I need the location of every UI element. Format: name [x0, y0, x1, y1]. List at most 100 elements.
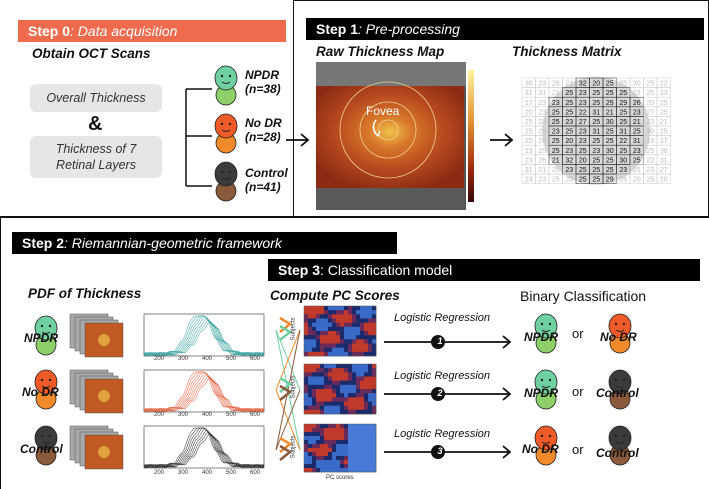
matrix-cell: 23 [525, 177, 533, 184]
matrix-cell: 27 [660, 167, 668, 174]
matrix-cell: 25 [606, 129, 614, 136]
step1-bold: Step 1 [316, 21, 359, 37]
pdf-tick: 600 [250, 412, 261, 418]
pdf-tick: 300 [178, 412, 189, 418]
matrix-cell: 25 [592, 167, 600, 174]
matrix-cell: 25 [552, 177, 560, 184]
npdr-person-pdf-icon [34, 315, 58, 356]
matrix-cell: 25 [552, 109, 560, 116]
pdf-tick: 500 [226, 412, 237, 418]
matrix-cell: 25 [579, 177, 587, 184]
bc2-left-label: NPDR [524, 386, 559, 400]
oct-stack-nodr [69, 369, 124, 414]
pdf-tick: 500 [226, 470, 237, 476]
matrix-cell: 27 [660, 138, 668, 145]
control-count: (n=41) [245, 180, 281, 194]
matrix-cell: 25 [606, 100, 614, 107]
matrix-cell: 25 [660, 129, 668, 136]
matrix-cell: 32 [579, 81, 587, 88]
person-head [214, 161, 238, 187]
matrix-cell: 25 [619, 148, 627, 155]
step2-banner: Step 2: Riemannian-geometric framework [12, 232, 397, 254]
matrix-cell: 20 [579, 157, 587, 164]
matrix-cell: 27 [579, 119, 587, 126]
pdf-title: PDF of Thickness [28, 286, 142, 301]
nodr-person-icon [214, 113, 238, 154]
matrix-cell: 23 [538, 100, 546, 107]
control-person-pdf-icon [34, 425, 58, 466]
step2-bold: Step 2 [22, 235, 65, 251]
pdf-to-pc-connectors [275, 316, 301, 461]
nodr-person-pdf-icon [34, 369, 58, 410]
subjects-label-3: Subjects [290, 435, 297, 459]
logreg-2-arrow [384, 387, 512, 401]
pdf-tick: 300 [178, 356, 189, 362]
person-head [608, 313, 632, 339]
pdf-tick: 200 [154, 356, 165, 362]
subjects-label-2: Subjects [290, 375, 297, 399]
matrix-cell: 30 [633, 81, 641, 88]
matrix-cell: 25 [565, 129, 573, 136]
matrix-cell: 23 [538, 109, 546, 116]
matrix-cell: 25 [633, 129, 641, 136]
matrix-cell: 25 [538, 148, 546, 155]
matrix-cell: 20 [525, 109, 533, 116]
control-label: Control (n=41) [245, 166, 288, 194]
matrix-cell: 20 [646, 100, 654, 107]
matrix-cell: 25 [660, 100, 668, 107]
bc3-right-label: Control [596, 446, 639, 460]
matrix-cell: 31 [592, 129, 600, 136]
logreg-1-label: Logistic Regression [394, 312, 490, 324]
matrix-cell: 31 [619, 129, 627, 136]
person-head [534, 369, 558, 395]
matrix-cell: 23 [565, 148, 573, 155]
bc2-right-icon [608, 369, 632, 410]
matrix-cell: 25 [606, 167, 614, 174]
control-name: Control [245, 166, 288, 180]
matrix-cell: 25 [552, 119, 560, 126]
bc2-right-label: Control [596, 386, 639, 400]
bc1-left-label: NPDR [524, 330, 559, 344]
matrix-cell: 23 [646, 119, 654, 126]
matrix-cell: 19 [646, 138, 654, 145]
matrix-cell: 25 [646, 148, 654, 155]
npdr-count: (n=38) [245, 82, 281, 96]
oct-stack-control [69, 425, 124, 470]
matrix-cell: 23 [633, 90, 641, 97]
matrix-cell: 25 [592, 119, 600, 126]
pc-heatmap-1 [303, 305, 377, 357]
matrix-cell: 25 [633, 157, 641, 164]
step0-bottom-border [0, 216, 294, 218]
npdr-person-icon [214, 65, 238, 106]
matrix-cell: 23 [552, 100, 560, 107]
matrix-cell: 23 [525, 148, 533, 155]
matrix-cell: 31 [592, 109, 600, 116]
matrix-cell: 23 [579, 90, 587, 97]
step3-bold: Step 3 [278, 262, 321, 278]
matrix-cell: 25 [606, 90, 614, 97]
matrix-cell: 23 [660, 90, 668, 97]
matrix-cell: 23 [646, 167, 654, 174]
logreg-2-number: 2 [437, 388, 443, 398]
matrix-cell: 20 [660, 177, 668, 184]
subjects-label-1: Subjects [290, 317, 297, 341]
matrix-cell: 25 [552, 148, 560, 155]
pdf-tick: 200 [154, 470, 165, 476]
matrix-cell: 21 [538, 167, 546, 174]
pc-title: Compute PC Scores [270, 288, 400, 303]
matrix-cell: 22 [660, 81, 668, 88]
pdf-tick: 200 [154, 412, 165, 418]
matrix-cell: 25 [606, 138, 614, 145]
matrix-cell: 23 [565, 119, 573, 126]
bc1-or: or [572, 326, 584, 341]
step0-frame [0, 216, 709, 489]
pdf-tick: 500 [226, 356, 237, 362]
nodr-name: No DR [245, 116, 282, 130]
step3-rest: : Classification model [320, 262, 453, 278]
matrix-cell: 22 [579, 109, 587, 116]
group-bracket [185, 88, 212, 187]
matrix-cell: 21 [552, 157, 560, 164]
